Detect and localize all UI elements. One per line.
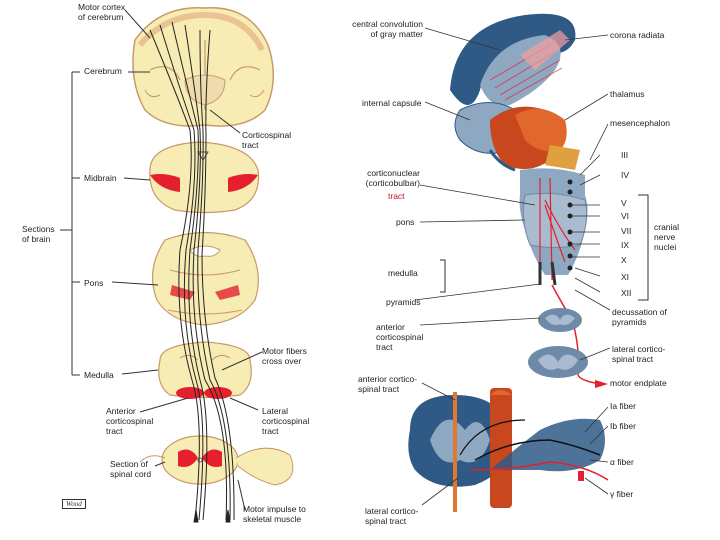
- brainstem: [519, 168, 588, 286]
- label-cranial-nerve-nuclei: cranial nerve nuclei: [654, 222, 680, 252]
- left-diagram-art: [60, 7, 294, 523]
- label-corticonuclear: corticonuclear (corticobulbar): [365, 168, 420, 188]
- label-ia-fiber: Ia fiber: [610, 401, 636, 411]
- right-diagram-art: [408, 13, 649, 512]
- label-corticospinal-tract: Corticospinal tract: [242, 130, 292, 150]
- cerebrum-section: [132, 7, 275, 127]
- label-anterior-corticospinal: Anterior corticospinal tract: [106, 406, 154, 436]
- medulla-section: [158, 341, 252, 399]
- nerve-label-xii: XII: [621, 288, 632, 298]
- label-anterior-corticospinal-right: anterior corticospinal tract: [376, 322, 424, 352]
- nerve-label-vii: VII: [621, 226, 632, 236]
- nerve-label-iii: III: [621, 150, 629, 160]
- label-lateral-corticospinal: Lateral corticospinal tract: [262, 406, 310, 436]
- right-pathway-diagram: central convolution of gray matter coron…: [340, 0, 720, 540]
- label-thalamus: thalamus: [610, 89, 645, 99]
- label-pyramids: pyramids: [386, 297, 421, 307]
- label-sections-of-brain: Sections of brain: [22, 224, 55, 244]
- label-motor-cortex: Motor cortex of cerebrum: [78, 2, 126, 22]
- label-central-convolution: central convolution of gray matter: [352, 19, 423, 39]
- label-motor-endplate: motor endplate: [610, 378, 667, 388]
- spinal-cord-section: [139, 435, 294, 486]
- label-pons-right: pons: [396, 217, 415, 227]
- label-internal-capsule: internal capsule: [362, 98, 422, 108]
- corticospinal-fibers: [149, 21, 235, 523]
- pons-section: [151, 231, 259, 326]
- leader-lines: [414, 27, 611, 506]
- cord-sections: [528, 284, 608, 388]
- artist-signature: Wood: [62, 499, 86, 509]
- label-tract-red: tract: [388, 191, 405, 201]
- label-decussation: decussation of pyramids: [612, 307, 667, 327]
- label-section-spinal-cord: Section of spinal cord: [110, 459, 152, 479]
- label-mesencephalon: mesencephalon: [610, 118, 671, 128]
- label-medulla: Medulla: [84, 370, 114, 380]
- label-lateral-cortico-spinal-bottom: lateral cortico- spinal tract: [365, 506, 419, 526]
- midbrain-section: [149, 141, 260, 214]
- label-corona-radiata: corona radiata: [610, 30, 665, 40]
- nerve-label-xi: XI: [621, 272, 630, 282]
- nerve-label-ix: IX: [621, 240, 630, 250]
- nerve-label-x: X: [621, 255, 627, 265]
- large-cord-section: [408, 388, 609, 512]
- label-anterior-cortico-spinal: anterior cortico- spinal tract: [358, 374, 418, 394]
- internal-capsule-thalamus: [454, 102, 580, 172]
- label-motor-impulse: Motor impulse to skeletal muscle: [243, 504, 306, 524]
- left-pathway-diagram: Motor cortex of cerebrum Cerebrum Cortic…: [0, 0, 340, 540]
- label-pons: Pons: [84, 278, 104, 288]
- sections-bracket: [60, 9, 263, 511]
- label-ib-fiber: Ib fiber: [610, 421, 636, 431]
- nerve-label-vi: VI: [621, 211, 630, 221]
- cranial-bracket: [440, 194, 649, 301]
- label-lateral-corticospinal-right: lateral cortico- spinal tract: [612, 344, 666, 364]
- nerve-label-v: V: [621, 198, 627, 208]
- label-cerebrum: Cerebrum: [84, 66, 122, 76]
- hemisphere: [450, 13, 576, 106]
- label-motor-fibers-cross: Motor fibers cross over: [262, 346, 307, 366]
- label-midbrain: Midbrain: [84, 173, 117, 183]
- label-medulla-right: medulla: [388, 268, 418, 278]
- label-gamma-fiber: γ fiber: [610, 489, 634, 499]
- nerve-label-iv: IV: [621, 170, 630, 180]
- label-alpha-fiber: α fiber: [610, 457, 634, 467]
